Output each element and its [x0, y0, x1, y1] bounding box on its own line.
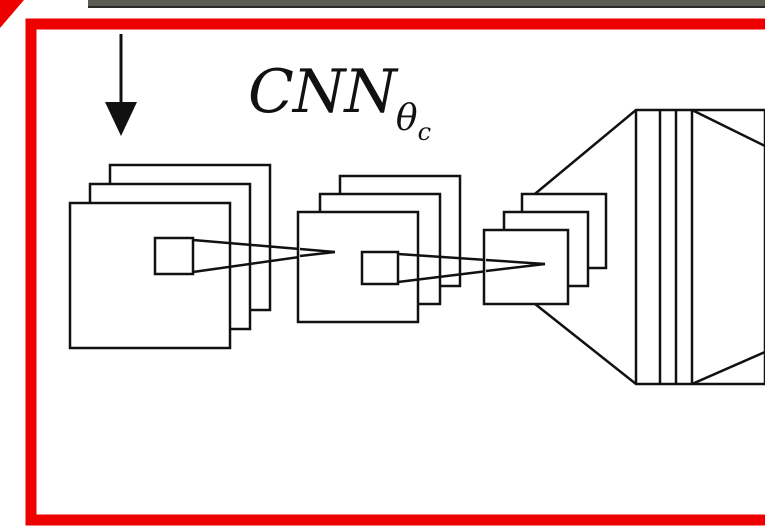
cnn-label-subsubscript: c [417, 118, 431, 146]
previous-image-strip [88, 0, 765, 8]
conv-layer-1 [68, 163, 272, 350]
receptive-field-1 [153, 236, 195, 276]
receptive-field-2 [360, 250, 400, 286]
cnn-label-main: CNN [248, 57, 397, 127]
projection-1-tip [299, 247, 336, 258]
cnn-label-subscript: θ [395, 98, 418, 139]
frame-corner-arrow [0, 0, 24, 28]
cnn-label: CNNθc [248, 62, 431, 144]
conv-layer-2 [296, 174, 462, 324]
projection-2-tip [485, 258, 546, 273]
input-arrow [105, 34, 137, 136]
